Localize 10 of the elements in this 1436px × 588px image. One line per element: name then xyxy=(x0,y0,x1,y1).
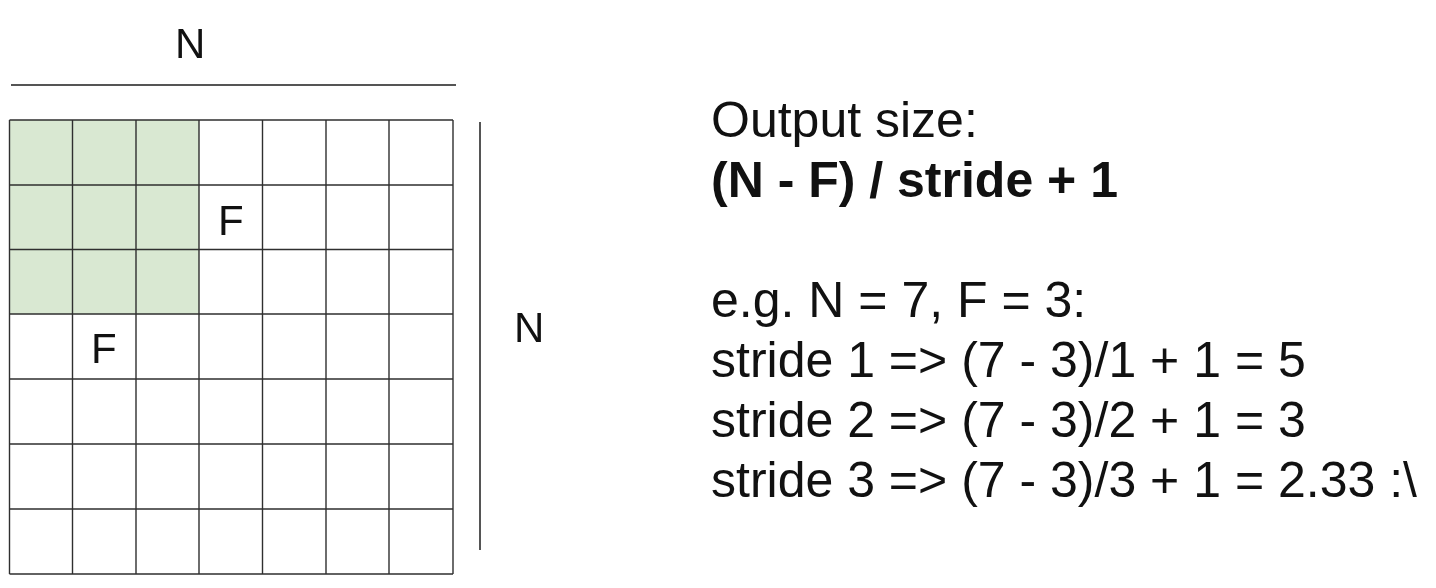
formula-text: (N - F) / stride + 1 xyxy=(711,151,1118,210)
example-text: e.g. N = 7, F = 3: xyxy=(711,271,1087,330)
heading-text: Output size: xyxy=(711,91,978,150)
example-text: stride 1 => (7 - 3)/1 + 1 = 5 xyxy=(711,331,1306,390)
dimension-label: F xyxy=(91,328,117,370)
dimension-label: N xyxy=(514,307,545,349)
example-text: stride 2 => (7 - 3)/2 + 1 = 3 xyxy=(711,391,1306,450)
dimension-label: N xyxy=(175,23,206,65)
example-text: stride 3 => (7 - 3)/3 + 1 = 2.33 :\ xyxy=(711,451,1417,510)
dimension-label: F xyxy=(218,200,244,242)
